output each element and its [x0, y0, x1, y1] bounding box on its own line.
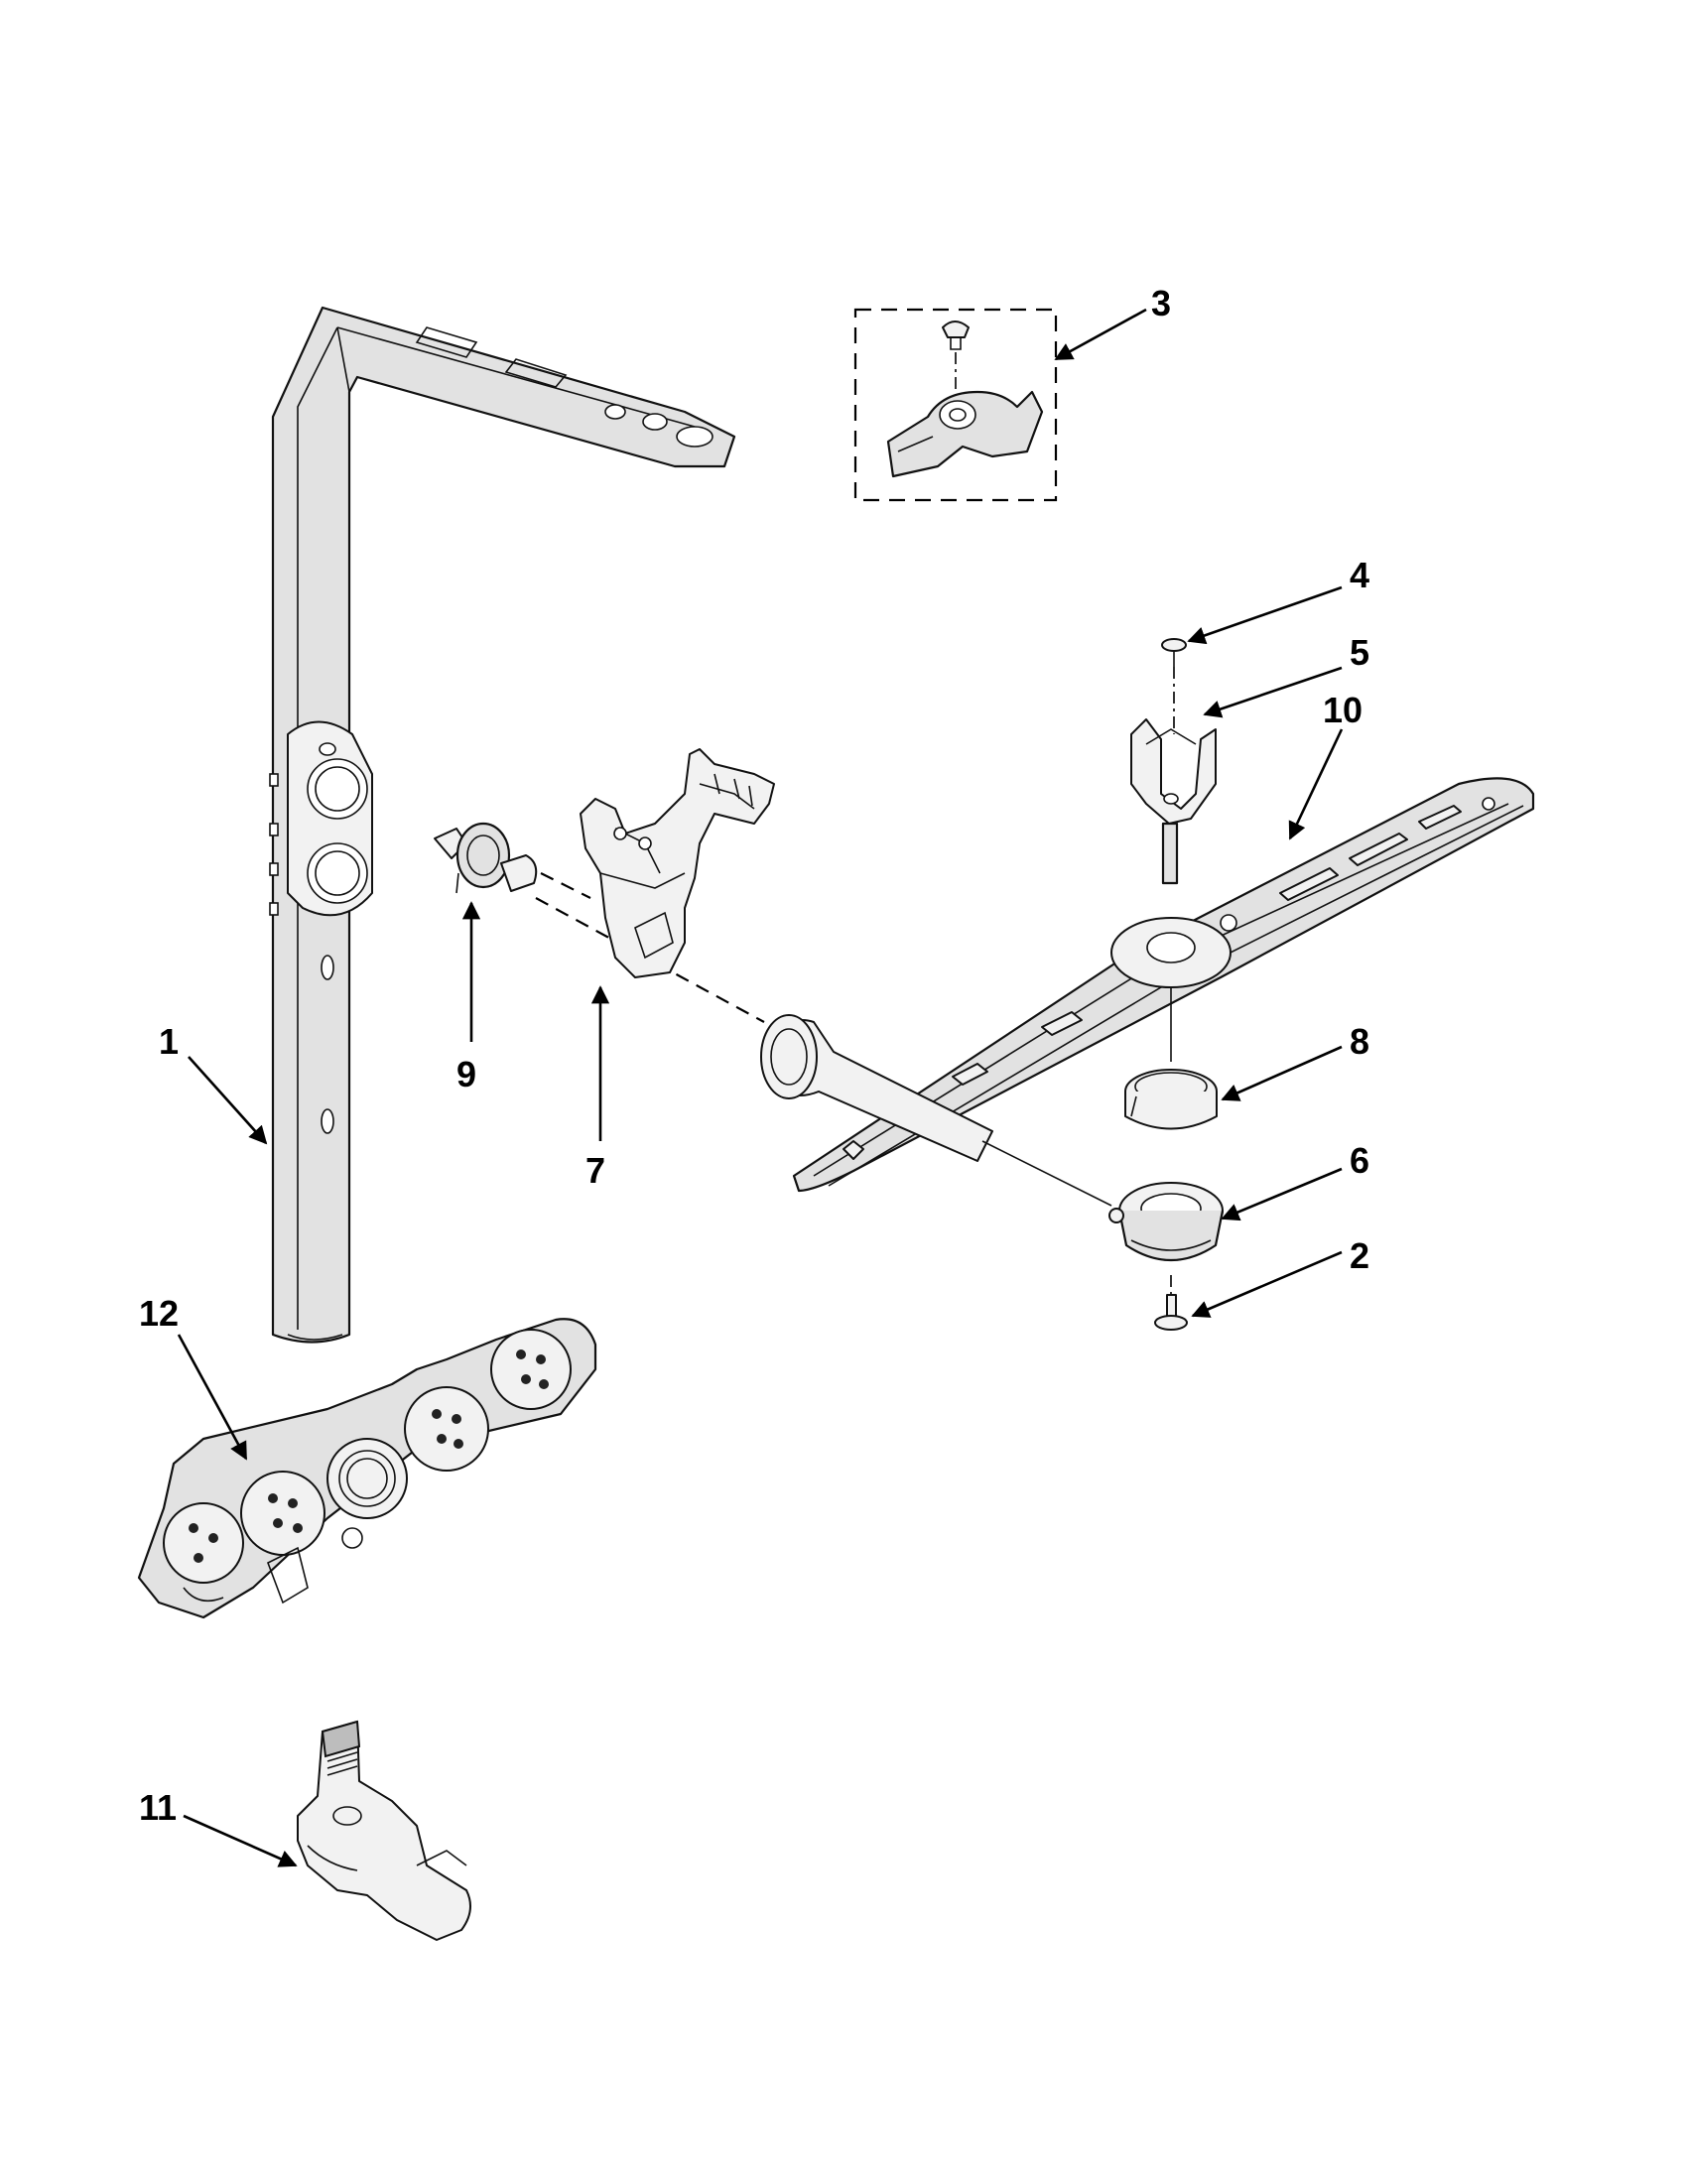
hub-part-6: [981, 1140, 1225, 1261]
screw-part-4: [1161, 638, 1187, 734]
bracket-assembly-part-3: [853, 308, 1058, 502]
connector-part-11: [297, 1720, 471, 1941]
leader-3: [1054, 308, 1147, 361]
callout-1: 1: [159, 1021, 179, 1062]
leader-11: [183, 1814, 298, 1867]
valve-part-9: [434, 822, 591, 899]
ring-part-8: [1124, 987, 1218, 1130]
leader-6: [1221, 1167, 1343, 1221]
callout-3: 3: [1151, 283, 1171, 323]
leader-12: [177, 1334, 248, 1461]
conduit-part-1: [269, 306, 736, 1344]
callout-2: 2: [1350, 1235, 1369, 1276]
spray-arm-part-10: [535, 777, 1535, 1193]
callout-6: 6: [1350, 1140, 1369, 1181]
callout-10: 10: [1323, 690, 1363, 730]
callout-12: 12: [139, 1293, 179, 1334]
leader-5: [1203, 666, 1343, 718]
callout-labels: 1 2 3 4 5 6 7 8 9 10 11 12: [139, 283, 1369, 1828]
leader-10: [1288, 728, 1344, 840]
callout-5: 5: [1350, 632, 1369, 673]
leader-lines: [177, 308, 1344, 1867]
callout-7: 7: [585, 1150, 605, 1191]
screw-part-2: [1154, 1275, 1188, 1331]
callout-11: 11: [139, 1787, 177, 1828]
bracket-part-7: [580, 748, 775, 978]
retainer-part-5: [1130, 718, 1217, 885]
leader-1: [188, 1056, 268, 1145]
callout-8: 8: [1350, 1021, 1369, 1062]
callout-4: 4: [1350, 555, 1369, 595]
callout-9: 9: [456, 1054, 476, 1094]
leader-8: [1221, 1045, 1343, 1101]
leader-4: [1187, 585, 1343, 645]
manifold-part-12: [137, 1318, 597, 1619]
leader-2: [1191, 1250, 1343, 1318]
